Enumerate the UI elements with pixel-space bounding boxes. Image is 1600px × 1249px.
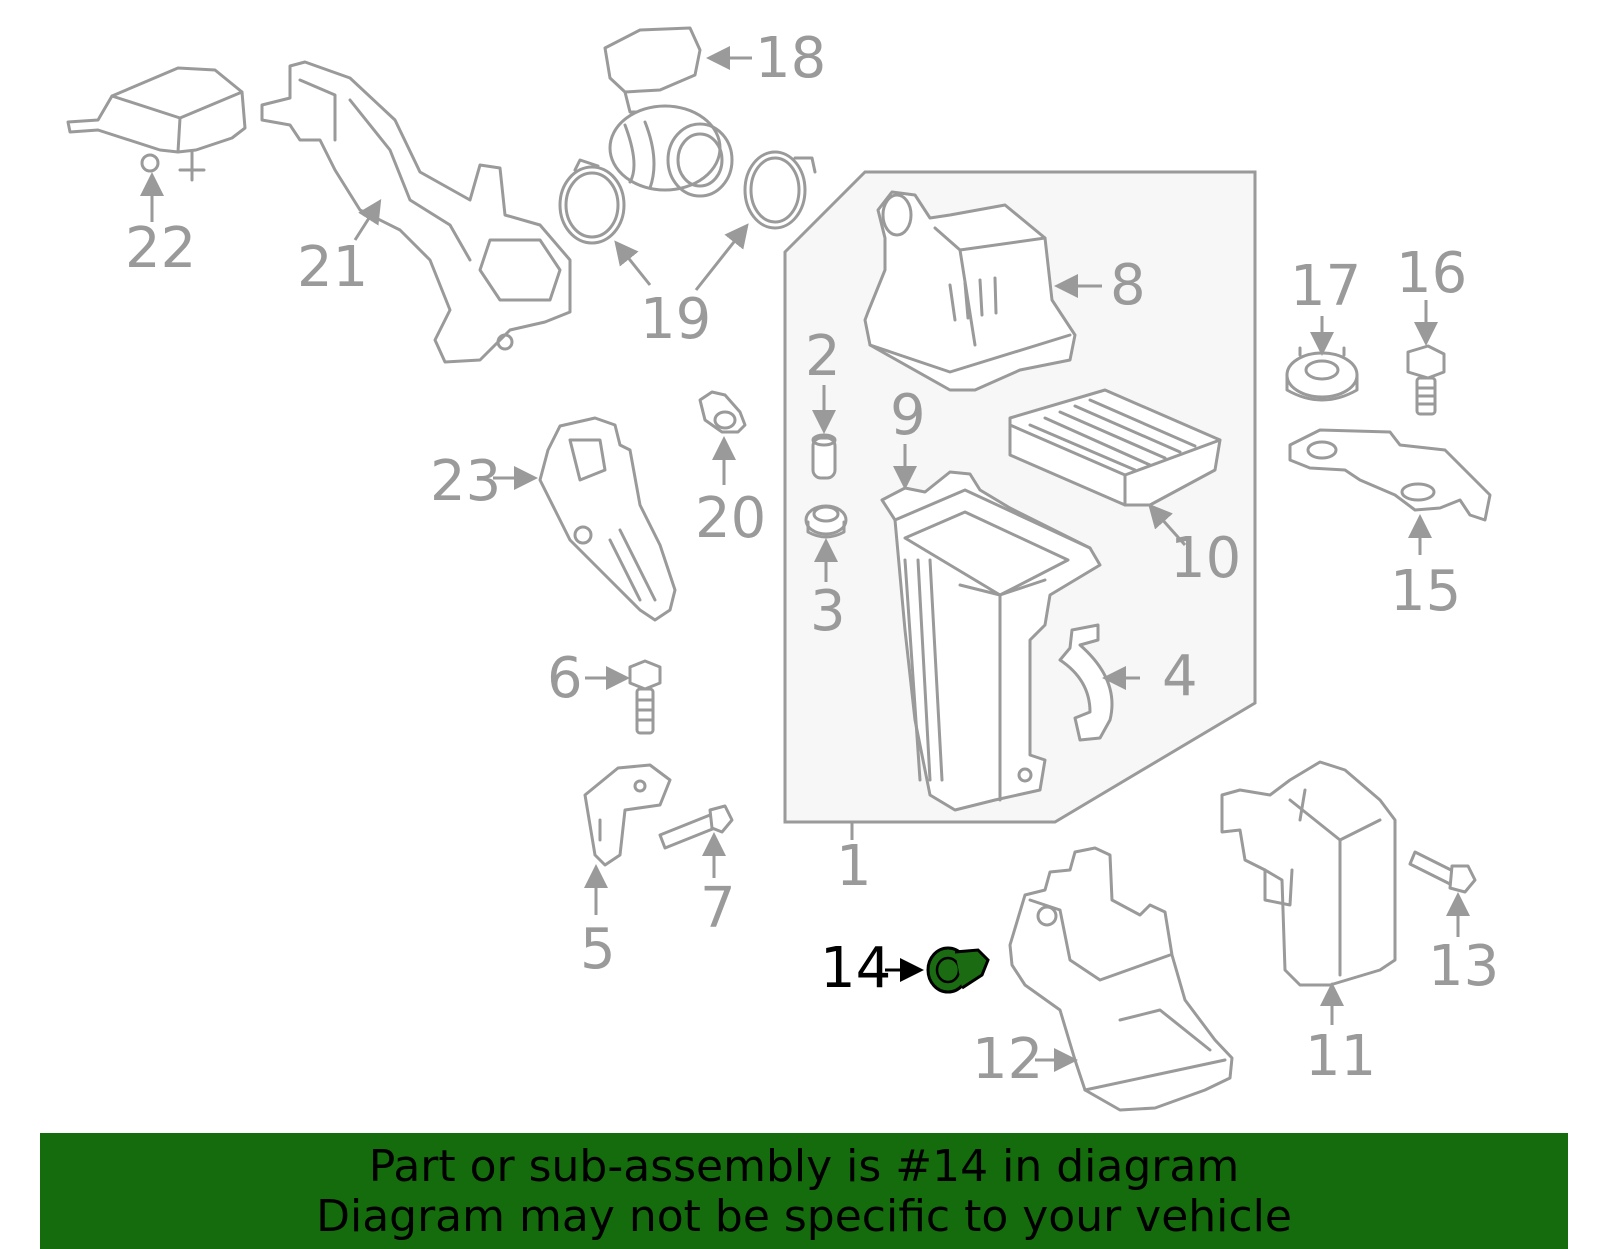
info-banner: Part or sub-assembly is #14 in diagram D… [40,1133,1568,1249]
callout-11: 11 [1305,1024,1376,1089]
part-22-shape [66,66,247,182]
callout-16: 16 [1396,241,1467,306]
part-20-shape [698,390,747,434]
part-11-shape [1220,760,1397,987]
part-4-shape [1058,623,1114,742]
callout-17: 17 [1290,254,1361,319]
part-5-shape [583,763,672,867]
part-3-shape [804,504,848,539]
part-19-shape [558,150,817,245]
callout-10: 10 [1170,526,1241,591]
callout-20: 20 [695,486,766,551]
callout-14: 14 [820,936,891,1001]
part-6-shape [628,659,662,735]
banner-line-part-number: Part or sub-assembly is #14 in diagram [368,1141,1240,1192]
part-18-shape [603,26,734,198]
part-16-shape [1406,344,1446,416]
callout-23: 23 [430,449,501,514]
callout-1: 1 [836,834,872,899]
part-12-shape [1008,846,1234,1112]
part-13-shape [1408,850,1477,894]
callout-13: 13 [1428,934,1499,999]
callout-21: 21 [297,235,368,300]
callout-18: 18 [755,26,826,91]
callout-3: 3 [810,579,846,644]
callout-22: 22 [125,216,196,281]
part-10-shape [1008,388,1222,507]
callout-12: 12 [972,1027,1043,1092]
callout-2: 2 [805,324,841,389]
part-21-shape [260,60,572,364]
part-14-shape [926,946,990,994]
callout-6: 6 [547,646,583,711]
part-7-shape [658,804,734,850]
callout-8: 8 [1110,253,1146,318]
callout-7: 7 [700,876,736,941]
part-8-shape [863,190,1077,392]
callout-4: 4 [1162,644,1198,709]
callout-19: 19 [640,287,711,352]
part-2-shape [811,433,837,480]
callout-5: 5 [580,917,616,982]
leader-arrows [140,46,1470,1072]
callout-15: 15 [1390,559,1461,624]
part-23-shape [538,416,677,622]
part-17-shape [1285,346,1359,402]
banner-line-disclaimer: Diagram may not be specific to your vehi… [316,1191,1292,1242]
part-15-shape [1288,428,1492,522]
part-9-shape [880,470,1102,812]
callout-9: 9 [890,383,926,448]
